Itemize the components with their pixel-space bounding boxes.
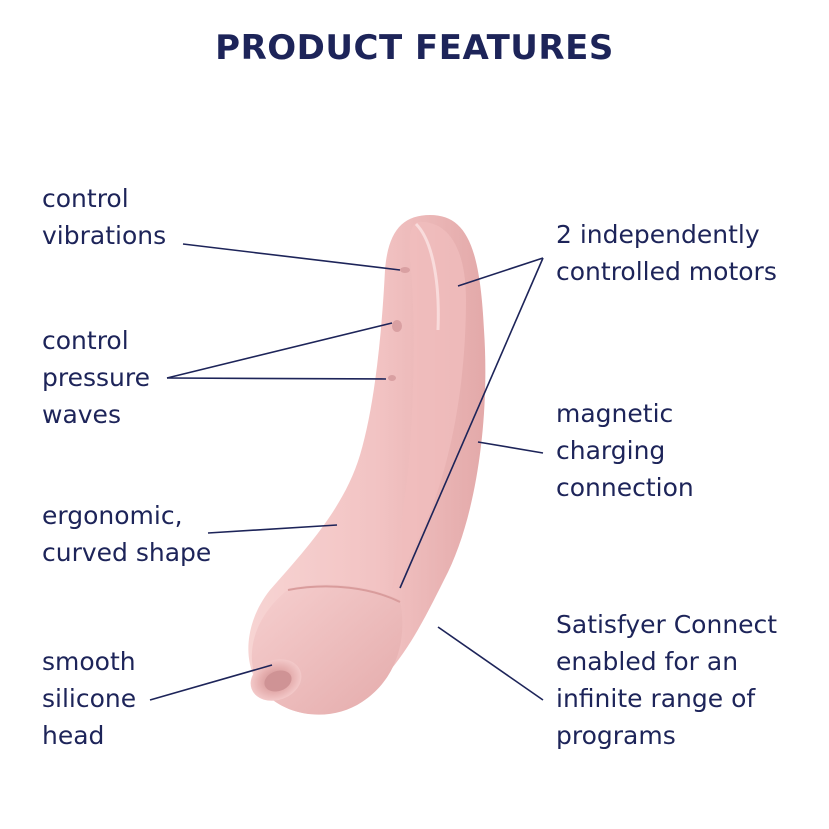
- label-control-vibrations: control vibrations: [42, 184, 167, 250]
- label-control-pressure-waves: control pressure waves: [42, 326, 150, 429]
- label-silicone-head: smooth silicone head: [42, 647, 137, 750]
- device-flap: [392, 221, 466, 590]
- pointer-lines: [149, 243, 544, 701]
- button-vibration: [400, 267, 410, 273]
- label-magnetic-charging: magnetic charging connection: [556, 399, 694, 502]
- label-independent-motors: 2 independently controlled motors: [556, 220, 777, 286]
- button-mode: [388, 375, 396, 381]
- label-satisfyer-connect: Satisfyer Connect enabled for an infinit…: [556, 610, 778, 750]
- page-title: PRODUCT FEATURES: [215, 28, 614, 68]
- label-ergonomic-shape: ergonomic, curved shape: [42, 501, 212, 567]
- button-pressure: [392, 320, 402, 332]
